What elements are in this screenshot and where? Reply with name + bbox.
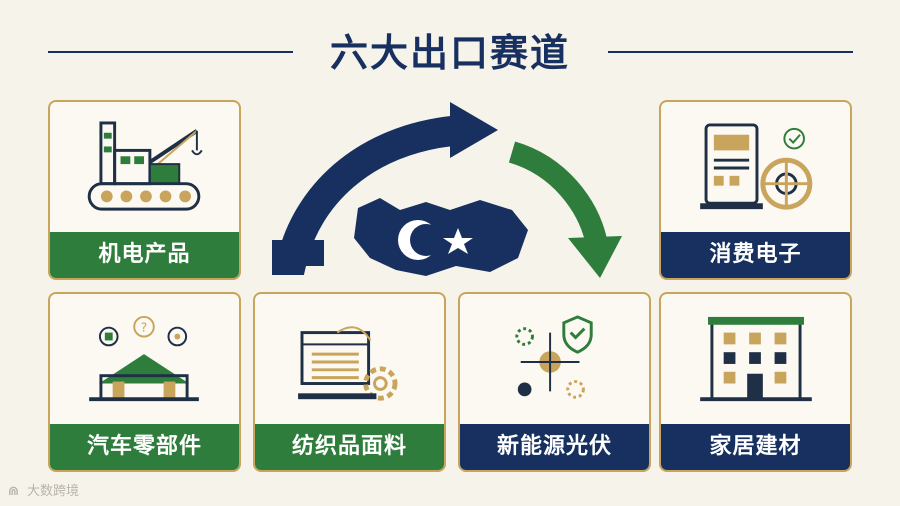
fabric-loom-icon (298, 326, 398, 401)
sector-label-electronics: 消费电子 (661, 232, 850, 278)
export-flow-diagram (272, 102, 622, 278)
sector-label-textiles: 纺织品面料 (255, 424, 444, 470)
green-flow-arrow (508, 141, 607, 243)
turkey-map-icon (354, 198, 528, 276)
svg-text:?: ? (141, 321, 148, 336)
apartment-building-icon (700, 316, 812, 402)
watermark-text: 大数跨境 (27, 484, 80, 499)
watermark-logo-icon: ⋒ (8, 484, 19, 499)
sector-label-building-materials: 家居建材 (661, 424, 850, 470)
title-divider-right (608, 51, 853, 53)
page-title: 六大出口赛道 (329, 31, 570, 75)
sector-label-machinery: 机电产品 (50, 232, 239, 278)
green-arrowhead (568, 236, 622, 278)
sector-card-electronics: 消费电子 (659, 100, 852, 280)
energy-shield-icon (515, 315, 593, 399)
flow-arrow-base (272, 240, 324, 266)
watermark: ⋒ 大数跨境 (8, 482, 79, 502)
sector-label-auto-parts: 汽车零部件 (50, 424, 239, 470)
sector-card-solar: 新能源光伏 (458, 292, 651, 472)
crane-conveyor-icon (87, 121, 203, 211)
sector-card-auto-parts: ? 汽车零部件 (48, 292, 241, 472)
sector-card-building-materials: 家居建材 (659, 292, 852, 472)
sector-card-textiles: 纺织品面料 (253, 292, 446, 472)
navy-arrowhead (450, 102, 498, 158)
title-divider-left (48, 51, 293, 53)
factory-gears-icon: ? (89, 315, 199, 402)
sector-card-machinery: 机电产品 (48, 100, 241, 280)
sector-label-solar: 新能源光伏 (460, 424, 649, 470)
device-dial-icon (700, 123, 813, 210)
title-bar: 六大出口赛道 (0, 26, 900, 80)
